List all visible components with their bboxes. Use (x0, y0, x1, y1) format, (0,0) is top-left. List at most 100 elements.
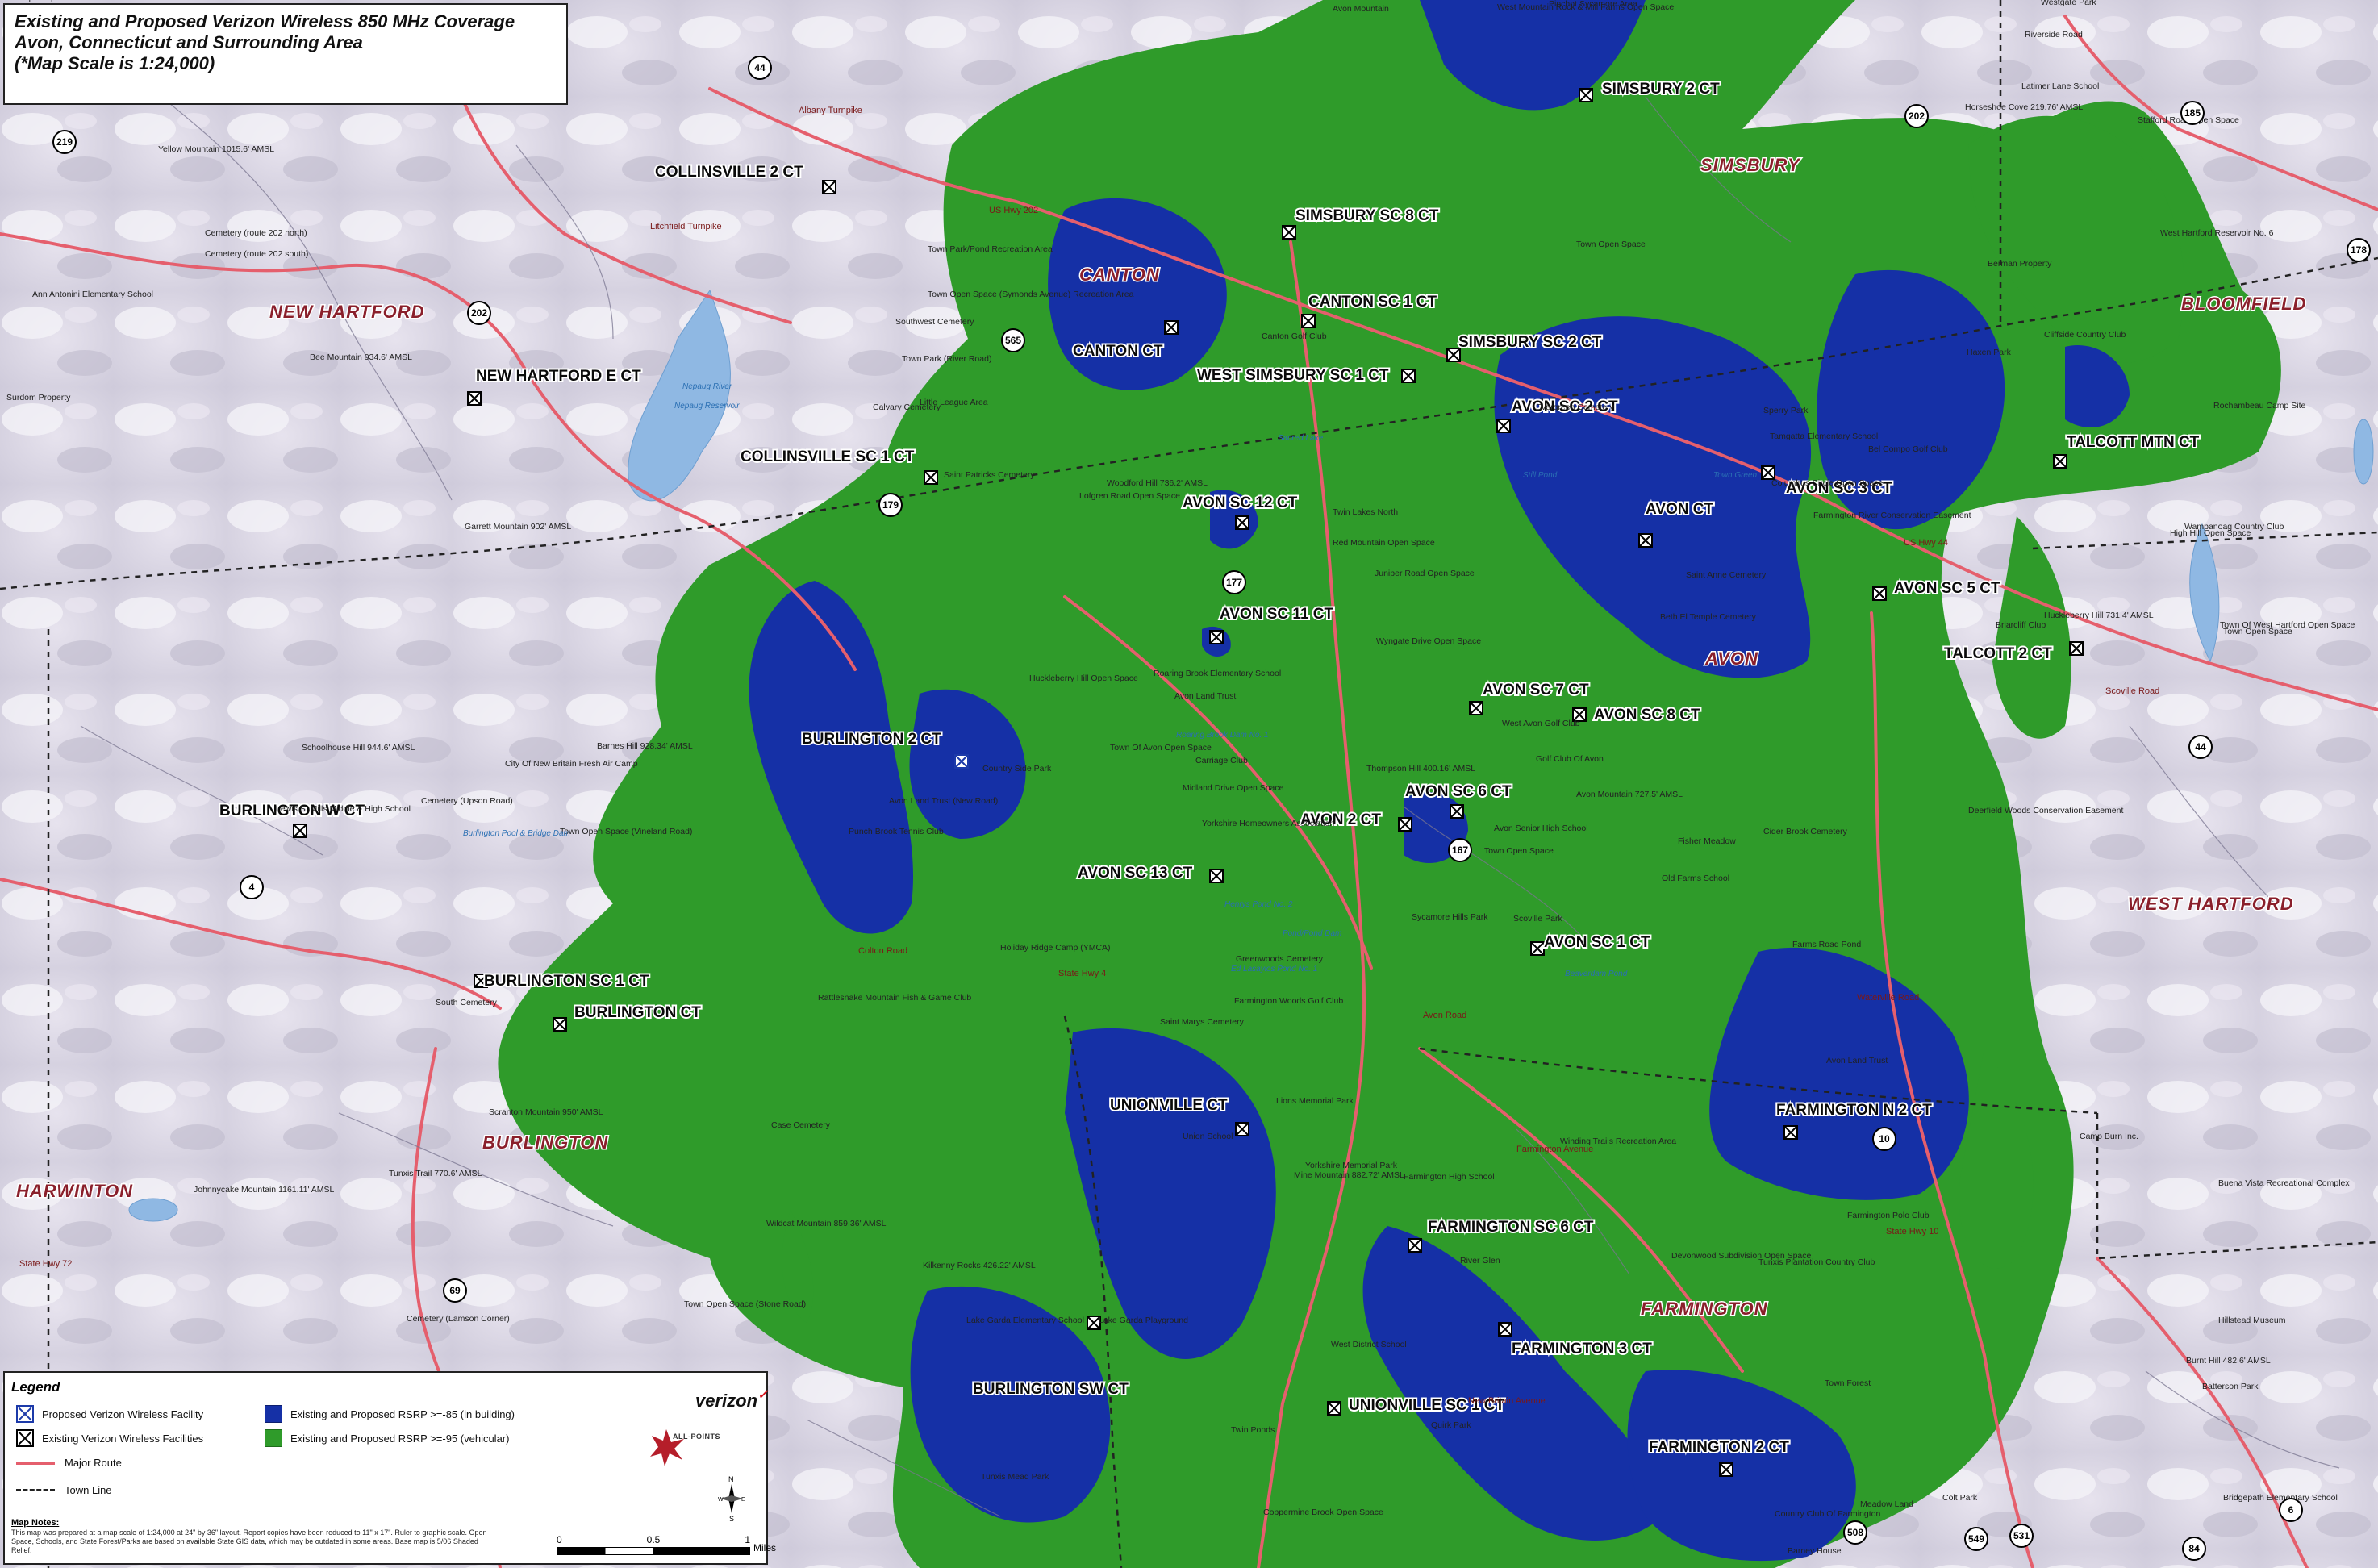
site-avon-sc-8-ct[interactable]: AVON SC 8 CT (1572, 705, 1702, 725)
poi-label: Briarcliff Club (1996, 620, 2046, 630)
site-label: SIMSBURY SC 2 CT (1458, 334, 1602, 351)
site-farmington-sc-6-ct[interactable]: FARMINGTON SC 6 CT (1408, 1217, 1596, 1253)
site-marker-cross-b (1399, 818, 1412, 831)
route-shield-565: 565 (1001, 328, 1025, 352)
site-farmington-n-2-ct[interactable]: FARMINGTON N 2 CT (1775, 1100, 1934, 1140)
site-new-hartford-e-ct[interactable]: NEW HARTFORD E CT (467, 366, 643, 406)
site-label: AVON 2 CT (1300, 811, 1381, 828)
poi-label: Winding Trails Recreation Area (1560, 1136, 1676, 1146)
site-avon-sc-11-ct[interactable]: AVON SC 11 CT (1209, 604, 1336, 644)
compass-e: E (741, 1497, 745, 1503)
site-canton-ct[interactable]: CANTON CT (1071, 320, 1179, 361)
poi-label: South Cemetery (436, 998, 498, 1007)
route-shield-219: 219 (52, 130, 77, 154)
poi-label: West Avon Golf Club (1502, 719, 1580, 728)
route-shield-number: 202 (471, 307, 487, 319)
poi-label: Avon Land Trust (1174, 691, 1236, 701)
site-burlington-sc-1-ct[interactable]: BURLINGTON SC 1 CT (474, 971, 651, 991)
route-shield-icon (1448, 838, 1472, 862)
site-label: AVON SC 1 CT (1544, 934, 1650, 951)
road-label: Scoville Road (2105, 686, 2159, 696)
site-simsbury-sc-2-ct[interactable]: SIMSBURY SC 2 CT (1446, 332, 1604, 362)
poi-label: Town Open Space (1576, 240, 1646, 249)
site-canton-sc-1-ct[interactable]: CANTON SC 1 CT (1301, 292, 1438, 328)
poi-label: Farmington Polo Club (1847, 1211, 1930, 1220)
site-label: AVON SC 8 CT (1594, 707, 1700, 724)
site-simsbury-2-ct[interactable]: SIMSBURY 2 CT (1579, 79, 1721, 102)
site-collinsville-2-ct[interactable]: COLLINSVILLE 2 CT (653, 162, 836, 194)
site-marker-cross-b (1210, 869, 1223, 882)
poi-label: Calvary Cemetery (873, 402, 941, 412)
route-shield-icon (748, 56, 772, 80)
poi-label: Devonwood Subdivision Open Space (1671, 1251, 1812, 1261)
site-farmington-3-ct[interactable]: FARMINGTON 3 CT (1498, 1322, 1654, 1359)
poi-label: Pinchot Sycamore Area (1549, 0, 1637, 9)
site-marker-cross-b (1499, 1323, 1512, 1336)
poi-label: Town Of Avon Open Space (1110, 743, 1212, 753)
poi-label: Riverside Road (2025, 30, 2083, 40)
site-avon-sc-6-ct[interactable]: AVON SC 6 CT (1404, 782, 1513, 819)
site-talcott-2-ct[interactable]: TALCOTT 2 CT (1942, 641, 2084, 664)
site-marker-cross-b (1784, 1126, 1797, 1139)
site-avon-sc-7-ct[interactable]: AVON SC 7 CT (1469, 680, 1591, 715)
water-label: Burlington Pool & Bridge Dam (463, 829, 570, 838)
site-avon-sc-1-ct[interactable]: AVON SC 1 CT (1530, 932, 1652, 956)
site-simsbury-sc-8-ct[interactable]: SIMSBURY SC 8 CT (1282, 206, 1441, 240)
sites-layer: SIMSBURY 2 CT COLLINSVILLE 2 CT SIMSBURY S… (218, 79, 2201, 1477)
compass-rose-icon: N W E S (718, 1475, 745, 1523)
poi-label: Lofgren Road Open Space (1079, 491, 1180, 501)
site-west-simsbury-sc-1-ct[interactable]: WEST SIMSBURY SC 1 CT (1195, 365, 1416, 386)
site-burlington-2-ct[interactable]: BURLINGTON 2 CT (800, 729, 969, 769)
site-avon-sc-13-ct[interactable]: AVON SC 13 CT (1076, 863, 1224, 883)
site-avon-sc-3-ct[interactable]: AVON SC 3 CT (1761, 465, 1894, 498)
town-label-burlington: BURLINGTON (482, 1132, 608, 1153)
route-shield-number: 69 (449, 1285, 461, 1296)
route-shield-number: 508 (1847, 1527, 1863, 1538)
site-burlington-ct[interactable]: BURLINGTON CT (553, 1003, 703, 1032)
site-unionville-sc-1-ct[interactable]: UNIONVILLE SC 1 CT (1327, 1395, 1507, 1416)
site-burlington-sw-ct[interactable]: BURLINGTON SW CT (971, 1316, 1130, 1399)
poi-label: Johnnycake Mountain 1161.11' AMSL (194, 1185, 335, 1195)
site-label: COLLINSVILLE SC 1 CT (741, 448, 915, 465)
poi-label: Lions Memorial Park (1276, 1096, 1354, 1106)
route-shield-icon (2182, 1537, 2206, 1561)
poi-label: Union School (1183, 1132, 1233, 1141)
route-shield-4: 4 (240, 875, 264, 899)
site-marker-cross-b (1573, 708, 1586, 721)
poi-label: Ann Antonini Elementary School (32, 290, 153, 299)
site-avon-sc-12-ct[interactable]: AVON SC 12 CT (1181, 493, 1300, 530)
poi-label: Avon Land Trust (1826, 1056, 1888, 1065)
site-unionville-ct[interactable]: UNIONVILLE CT (1108, 1095, 1249, 1136)
site-avon-ct[interactable]: AVON CT (1638, 499, 1715, 548)
route-shield-icon (1001, 328, 1025, 352)
legend-item-major-route: Major Route (16, 1457, 122, 1469)
poi-label: Town Open Space (1484, 846, 1554, 856)
site-marker-cross-b (1236, 1123, 1249, 1136)
site-farmington-2-ct[interactable]: FARMINGTON 2 CT (1647, 1437, 1791, 1477)
site-marker-cross-b (924, 471, 937, 484)
site-avon-2-ct[interactable]: AVON 2 CT (1299, 810, 1412, 832)
poi-label: Cemetery (Lamson Corner) (407, 1314, 510, 1324)
site-marker-cross-b (1450, 805, 1463, 818)
proposed-facility-icon (16, 1405, 34, 1423)
site-avon-sc-2-ct[interactable]: AVON SC 2 CT (1496, 397, 1620, 433)
site-marker-cross-b (1720, 1463, 1733, 1476)
route-shield-177: 177 (1222, 570, 1246, 594)
poi-label: River Glen (1460, 1256, 1500, 1266)
site-marker-cross-b (823, 181, 836, 194)
road-label: New Britain Avenue (1468, 1396, 1546, 1406)
site-collinsville-sc-1-ct[interactable]: COLLINSVILLE SC 1 CT (739, 447, 938, 485)
site-talcott-mtn-ct[interactable]: TALCOTT MTN CT (2053, 432, 2201, 469)
site-avon-sc-5-ct[interactable]: AVON SC 5 CT (1872, 578, 2002, 601)
poi-label: Town Forest (1825, 1378, 1871, 1388)
legend-label-proposed: Proposed Verizon Wireless Facility (42, 1407, 204, 1420)
town-label-avon: AVON (1704, 648, 1758, 669)
poi-label: Huckleberry Hill 731.4' AMSL (2044, 611, 2154, 620)
map-title-line-2: Avon, Connecticut and Surrounding Area (15, 32, 363, 52)
poi-label: Wampanoag Country Club (2184, 522, 2284, 532)
route-shield-number: 549 (1968, 1533, 1984, 1545)
water-label: Nepaug River (682, 382, 732, 391)
site-burlington-w-ct[interactable]: BURLINGTON W CT (218, 801, 367, 838)
